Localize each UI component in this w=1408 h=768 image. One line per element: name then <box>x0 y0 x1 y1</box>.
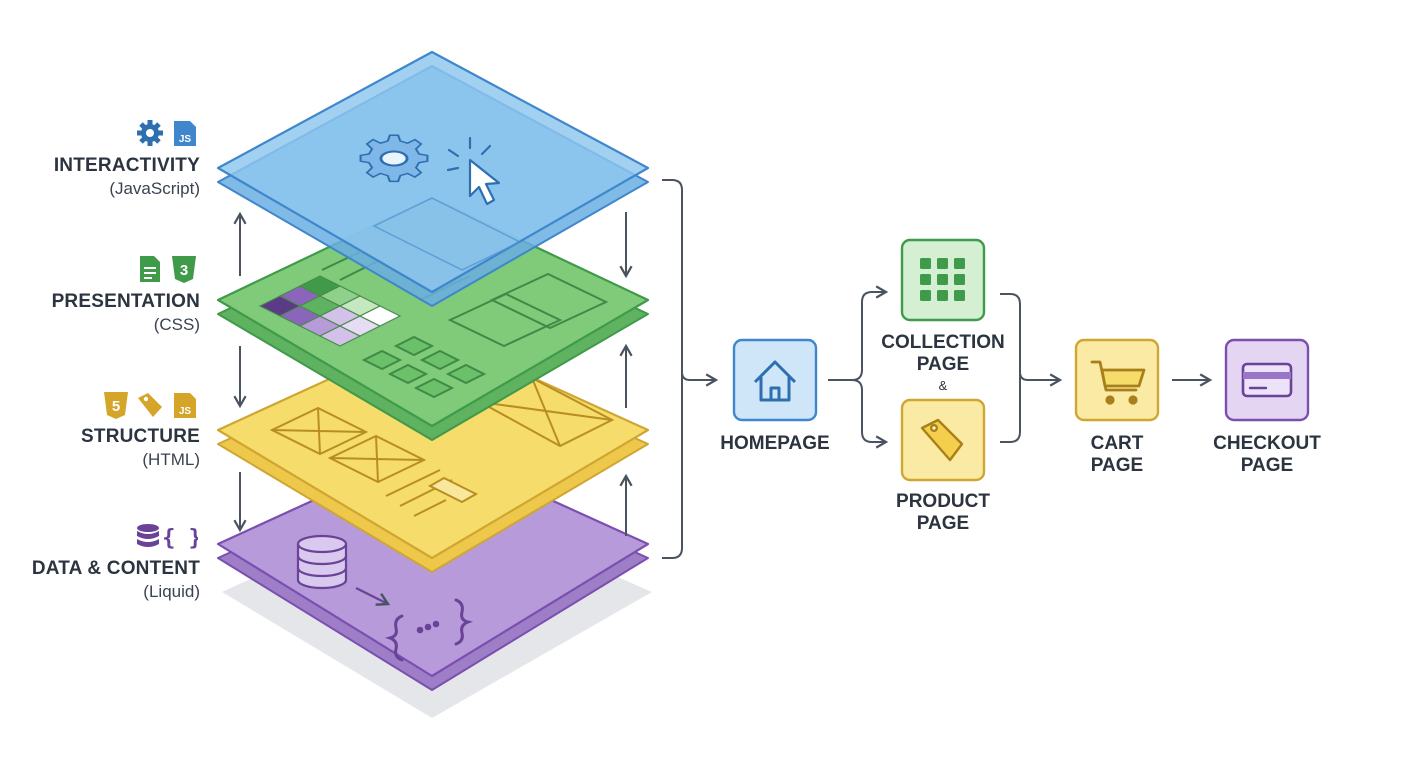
data-content-icons: { } <box>134 522 202 551</box>
layer-tech: (HTML) <box>142 450 200 469</box>
curly-braces-icon: { } <box>162 526 202 551</box>
and-symbol: & <box>938 378 948 393</box>
svg-text:3: 3 <box>180 262 188 279</box>
checkout-label-line2: PAGE <box>1240 455 1294 476</box>
stack-bracket <box>662 179 719 559</box>
product-label-line1: PRODUCT <box>896 491 990 512</box>
html5-icon: 5 <box>104 392 128 419</box>
checkout-page-label: CHECKOUT PAGE <box>1192 433 1342 477</box>
interactivity-icons: JS <box>134 118 198 146</box>
price-tag-icon <box>920 418 964 462</box>
shopping-cart-icon <box>1090 360 1146 405</box>
product-page-box <box>900 398 986 482</box>
layer-name: INTERACTIVITY <box>53 155 200 176</box>
interactivity-label: INTERACTIVITY (JavaScript) <box>0 155 200 199</box>
layer-tech: (JavaScript) <box>109 179 200 198</box>
cart-label-line1: CART <box>1090 433 1144 454</box>
presentation-icons: 3 <box>134 254 198 283</box>
svg-text:5: 5 <box>112 398 120 415</box>
js-file-icon: JS <box>174 393 196 418</box>
cursor-icon <box>446 136 501 206</box>
layer-name: PRESENTATION <box>51 291 200 312</box>
css3-icon: 3 <box>172 256 196 283</box>
collection-label-line1: COLLECTION <box>881 332 1005 353</box>
structure-label: STRUCTURE (HTML) <box>0 426 200 470</box>
layer-tech: (CSS) <box>153 315 200 334</box>
curly-braces-icon <box>384 598 474 662</box>
svg-text:JS: JS <box>179 134 192 145</box>
layer-name: DATA & CONTENT <box>31 558 200 579</box>
structure-layer <box>216 330 650 573</box>
layer-name: STRUCTURE <box>81 426 200 447</box>
cart-page-box <box>1074 338 1160 422</box>
document-icon <box>140 256 160 282</box>
credit-card-icon <box>1241 362 1293 398</box>
cart-page-label: CART PAGE <box>1047 433 1187 477</box>
collection-page-label: COLLECTION PAGE <box>863 332 1023 376</box>
presentation-label: PRESENTATION (CSS) <box>0 291 200 335</box>
checkout-label-line1: CHECKOUT <box>1213 433 1321 454</box>
homepage-label: HOMEPAGE <box>705 433 845 455</box>
home-icon <box>753 360 797 402</box>
product-page-label: PRODUCT PAGE <box>863 491 1023 535</box>
database-icon <box>296 534 348 590</box>
structure-icons: 5 JS <box>102 390 198 419</box>
database-icon <box>137 524 159 547</box>
cart-label-line2: PAGE <box>1090 455 1144 476</box>
js-file-icon: JS <box>174 121 196 146</box>
data-content-label: DATA & CONTENT (Liquid) <box>0 558 200 602</box>
presentation-layer <box>216 196 650 441</box>
collection-label-line2: PAGE <box>916 354 970 375</box>
gear-icon <box>137 120 163 146</box>
gear-icon <box>359 134 429 183</box>
product-label-line2: PAGE <box>916 513 970 534</box>
interactivity-layer <box>216 50 650 307</box>
flow-connectors <box>828 285 1213 449</box>
svg-text:JS: JS <box>179 406 192 417</box>
homepage-label-line1: HOMEPAGE <box>720 433 830 454</box>
grid-icon <box>920 258 965 301</box>
svg-text:{ }: { } <box>162 526 198 551</box>
checkout-page-box <box>1224 338 1310 422</box>
homepage-box <box>732 338 818 422</box>
layer-tech: (Liquid) <box>143 582 200 601</box>
collection-page-box <box>900 238 986 322</box>
tag-icon <box>138 393 162 417</box>
